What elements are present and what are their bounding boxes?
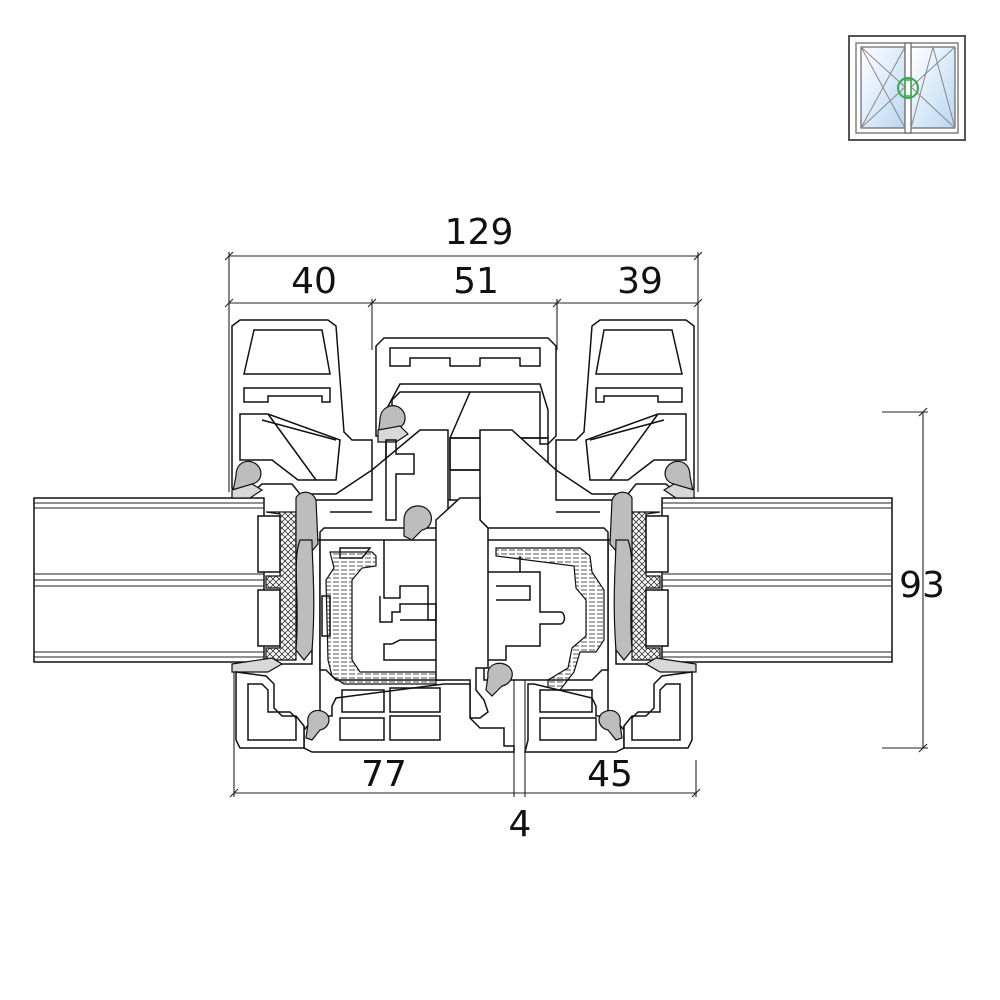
right-glazing-unit (631, 497, 893, 663)
left-sash-profile (231, 319, 373, 499)
dim-right-sash: 39 (617, 261, 663, 302)
right-lower-sash (483, 491, 693, 749)
double-casement-window-icon (848, 35, 966, 141)
right-sash-profile (555, 319, 695, 499)
dim-depth: 93 (899, 565, 945, 606)
dim-total-width: 129 (445, 212, 514, 253)
glazing-beads (235, 671, 693, 749)
dim-gap: 4 (509, 804, 532, 845)
dim-left-sash: 40 (291, 261, 337, 302)
dim-center: 51 (453, 261, 499, 302)
dim-bottom-right: 45 (587, 754, 633, 795)
bottom-frame (231, 657, 697, 753)
dim-bottom-left: 77 (361, 754, 407, 795)
left-glazing-unit (33, 497, 297, 663)
left-lower-sash (235, 491, 445, 749)
dimension-lines (224, 251, 928, 798)
